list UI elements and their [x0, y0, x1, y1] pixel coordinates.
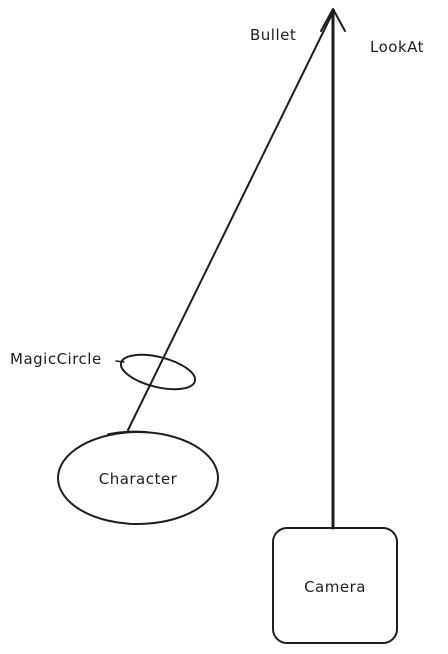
- character-top-mark: [107, 430, 149, 435]
- camera-box: [272, 527, 398, 644]
- magic-circle-ellipse: [119, 353, 197, 391]
- camera-label: Camera: [304, 578, 366, 596]
- look-at-label: LookAt: [370, 38, 424, 56]
- magic-circle-leader: [115, 360, 125, 363]
- magic-circle-label: MagicCircle: [10, 350, 102, 368]
- character-label: Character: [99, 470, 178, 488]
- look-at-arrowhead: [320, 8, 346, 32]
- bullet-label: Bullet: [250, 26, 296, 44]
- bullet-ray: [127, 9, 335, 431]
